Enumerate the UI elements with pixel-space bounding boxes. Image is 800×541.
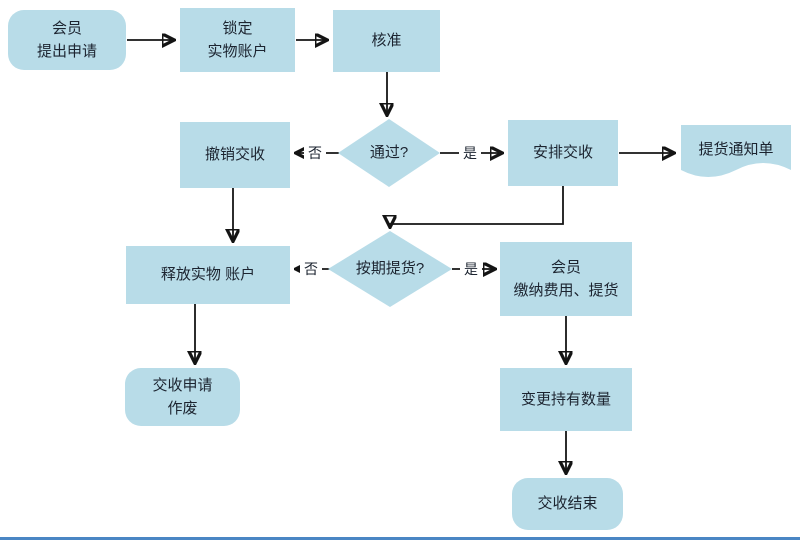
node-arrange-delivery: 安排交收 — [508, 120, 618, 186]
node-member-apply-label: 会员 提出申请 — [36, 19, 97, 60]
arrow-arrange-to-ontime — [390, 186, 564, 226]
node-member-pay: 会员 缴纳费用、提货 — [500, 242, 632, 316]
bottom-divider-line — [0, 537, 800, 540]
node-application-void-label: 交收申请 作废 — [152, 376, 213, 417]
node-member-apply: 会员 提出申请 — [8, 10, 126, 70]
decision-ontime-pickup-label: 按期提货? — [355, 260, 425, 278]
node-delivery-end: 交收结束 — [512, 478, 623, 530]
edge-label-ontime-no: 否 — [300, 259, 322, 279]
node-release-account: 释放实物 账户 — [126, 246, 290, 304]
node-lock-account-label: 锁定 实物账户 — [207, 19, 268, 60]
decision-ontime-pickup: 按期提货? — [328, 231, 452, 307]
edge-label-pass-yes: 是 — [459, 143, 481, 163]
node-approve: 核准 — [333, 10, 440, 72]
doc-pickup-notice-label: 提货通知单 — [698, 141, 774, 158]
edge-label-pass-no: 否 — [304, 143, 326, 163]
node-cancel-delivery: 撤销交收 — [180, 122, 290, 188]
node-lock-account: 锁定 实物账户 — [180, 8, 295, 72]
edge-label-ontime-yes: 是 — [460, 259, 482, 279]
node-release-account-label: 释放实物 账户 — [160, 266, 256, 284]
decision-pass-label: 通过? — [369, 144, 409, 162]
decision-pass: 通过? — [338, 119, 440, 187]
node-member-pay-label: 会员 缴纳费用、提货 — [513, 258, 619, 299]
node-arrange-delivery-label: 安排交收 — [532, 144, 593, 162]
node-change-holdings: 变更持有数量 — [500, 368, 632, 431]
node-change-holdings-label: 变更持有数量 — [520, 390, 611, 408]
node-delivery-end-label: 交收结束 — [537, 495, 598, 513]
node-cancel-delivery-label: 撤销交收 — [204, 146, 265, 164]
doc-pickup-notice-shape — [681, 125, 791, 177]
node-approve-label: 核准 — [371, 32, 402, 50]
node-application-void: 交收申请 作废 — [125, 368, 240, 426]
doc-pickup-notice: 提货通知单 — [680, 124, 792, 184]
